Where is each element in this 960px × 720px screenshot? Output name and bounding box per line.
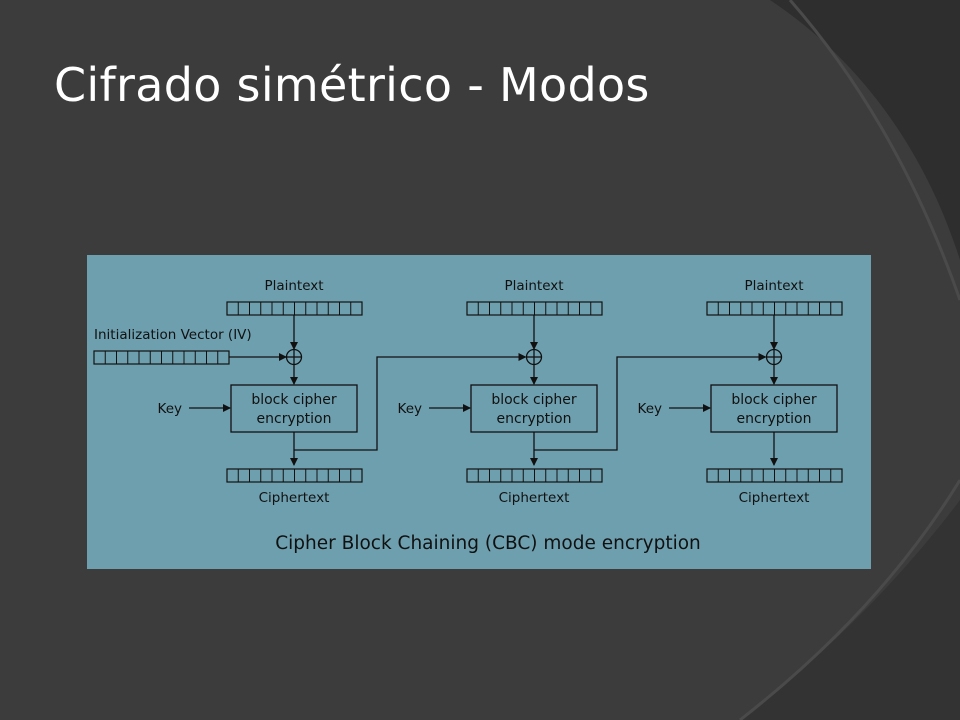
encryption-label: encryption <box>737 411 812 427</box>
diagram-caption: Cipher Block Chaining (CBC) mode encrypt… <box>275 533 701 554</box>
cbc-diagram: Plaintext block cipher encryption KeyCipher… <box>93 278 843 554</box>
ciphertext-label: Ciphertext <box>259 490 330 506</box>
iv-label: Initialization Vector (IV) <box>94 327 252 343</box>
ciphertext-block <box>226 468 363 483</box>
chaining-arrow <box>294 353 527 451</box>
encryption-label: encryption <box>497 411 572 427</box>
key-label: Key <box>638 401 662 417</box>
ciphertext-label: Ciphertext <box>499 490 570 506</box>
key-label: Key <box>158 401 182 417</box>
ciphertext-label: Ciphertext <box>739 490 810 506</box>
key-label: Key <box>398 401 422 417</box>
block-cipher-label: block cipher <box>251 392 337 408</box>
plaintext-label: Plaintext <box>744 278 803 294</box>
plaintext-label: Plaintext <box>504 278 563 294</box>
ciphertext-block <box>466 468 603 483</box>
xor-symbol <box>765 348 783 366</box>
block-cipher-label: block cipher <box>731 392 817 408</box>
encryption-label: encryption <box>257 411 332 427</box>
xor-symbol <box>285 348 303 366</box>
plaintext-label: Plaintext <box>264 278 323 294</box>
chaining-arrow <box>534 353 767 451</box>
xor-symbol <box>525 348 543 366</box>
block-cipher-label: block cipher <box>491 392 577 408</box>
slide-title: Cifrado simétrico - Modos <box>54 58 650 112</box>
ciphertext-block <box>706 468 843 483</box>
